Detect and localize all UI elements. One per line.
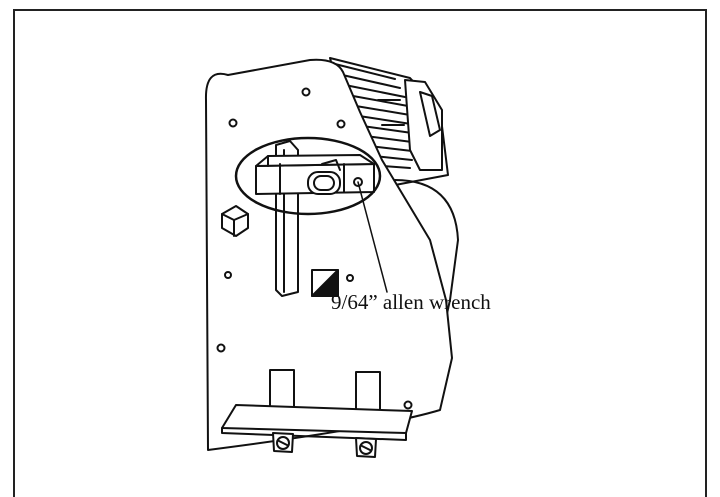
callout-leader [357, 181, 388, 293]
border-line [13, 9, 707, 497]
screw-icon [355, 437, 377, 458]
screw-icon [272, 432, 294, 453]
plotter-drawing [204, 57, 459, 458]
callout-label: 9/64” allen wrench [331, 290, 491, 314]
side-body [394, 179, 459, 406]
highlight-ellipse [234, 136, 382, 216]
knob-icon [221, 205, 249, 237]
base-plate [221, 404, 413, 441]
support-right [355, 371, 381, 411]
pinch-roller-assembly [255, 154, 375, 195]
square-window [311, 269, 339, 297]
support-left [269, 369, 295, 411]
